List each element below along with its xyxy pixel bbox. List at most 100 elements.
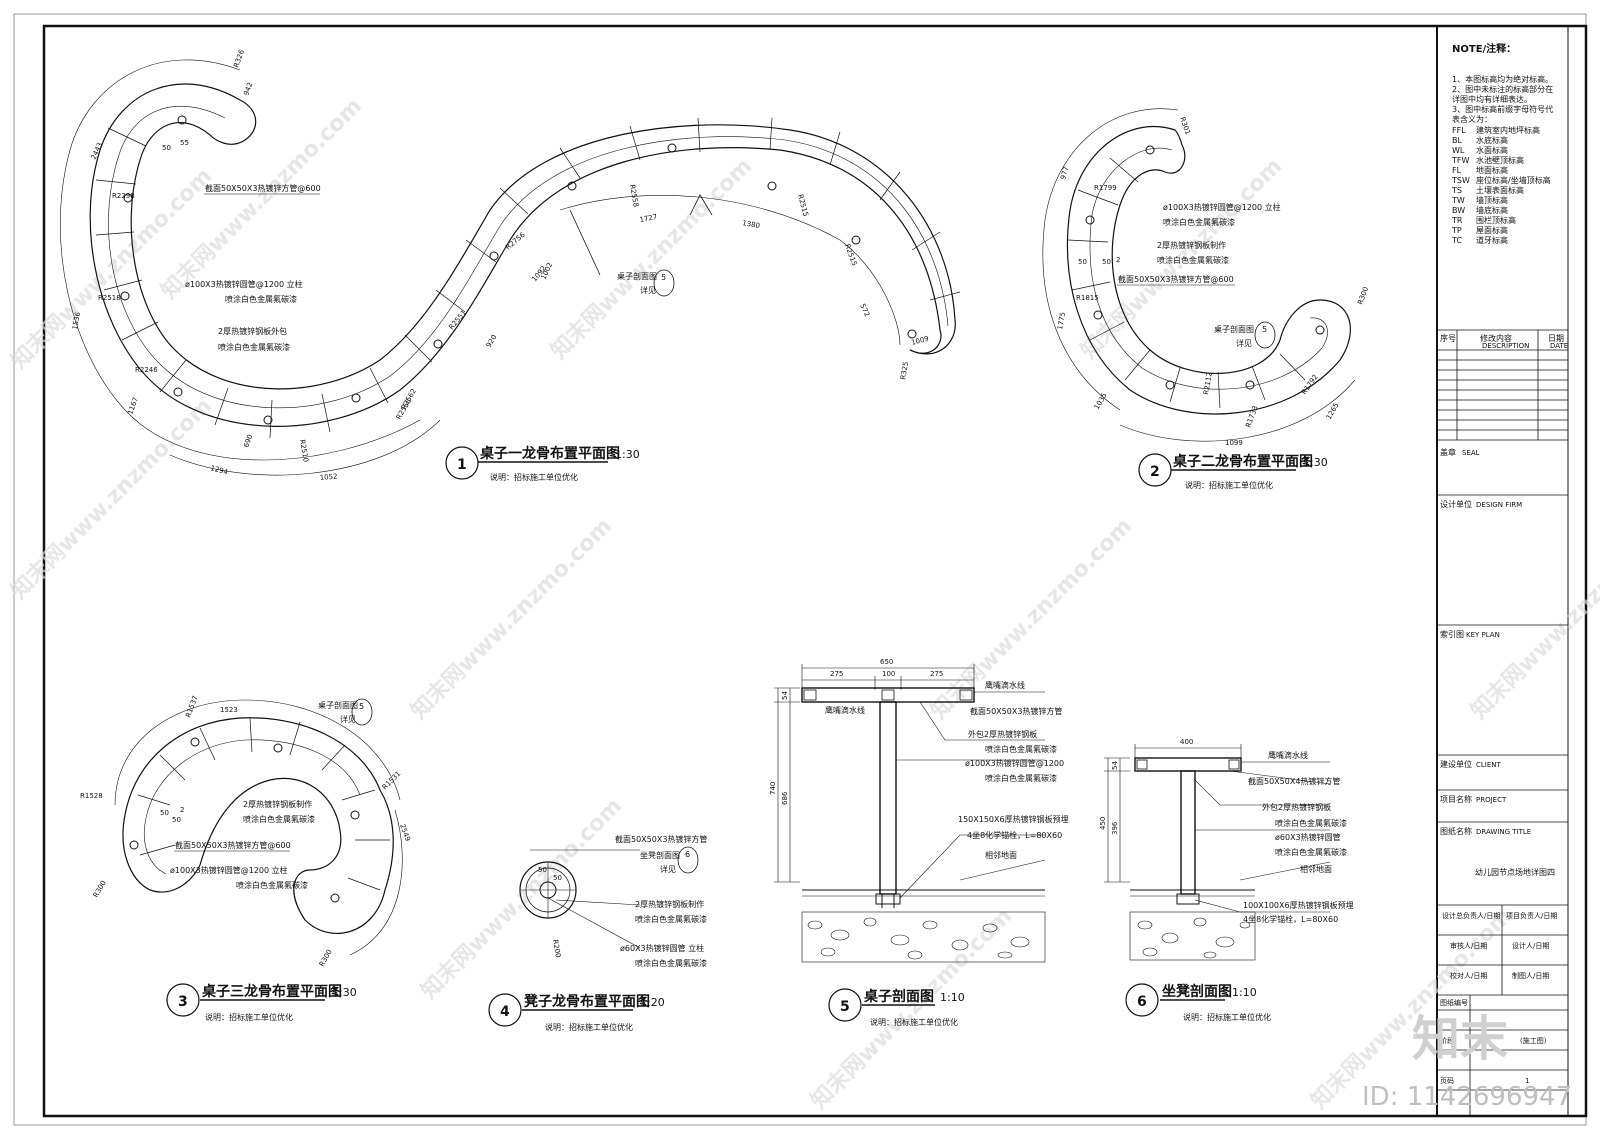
design-director-label: 设计总负责人/日期 [1442,911,1500,920]
dimension-value: R2510 [298,439,310,463]
revision-date-header: 日期 [1548,334,1564,343]
watermark-id: ID: 1142696947 [1362,1082,1572,1112]
revision-content-header-en: DESCRIPTION [1482,342,1529,350]
leader-label: 4坐8化学锚栓，L=80X60 [1243,914,1338,924]
leader-label: 2厚热镀锌钢板制作 [1157,240,1226,250]
view-note: 说明：招标施工单位优化 [205,1012,293,1022]
leader-label: 喷涂白色金属氟碳漆 [1275,847,1347,857]
dimension-value: 1167 [126,396,140,415]
dimension-value: 942 [242,81,254,96]
leader-label: 喷涂白色金属氟碳漆 [218,342,290,352]
leader-label: 外包2厚热镀锌钢板 [1262,802,1331,812]
leader-label: 喷涂白色金属氟碳漆 [985,773,1057,783]
dimension-value: R2558 [628,184,640,208]
elevation-code: TSW [1451,176,1470,185]
dimension-value: 1775 [1056,311,1067,330]
checker-label: 校对人/日期 [1450,971,1487,980]
leader-label: 喷涂白色金属氟碳漆 [236,880,308,890]
designer-label: 设计人/日期 [1512,941,1549,950]
view-number: 1 [457,457,467,473]
dimension-value: 50 [1078,258,1087,266]
dimension-value: 400 [1180,738,1193,746]
view-title: 坐凳剖面图 [1162,983,1232,1000]
view-note: 说明：招标施工单位优化 [545,1022,633,1032]
leader-label: ø100X3热镀锌圆管@1200 [965,758,1064,768]
dimension-value: R2515 [796,193,810,217]
leader-label: 150X150X6厚热镀锌钢板预埋 [958,814,1069,824]
dimension-value: R2515 [843,243,858,267]
view-number-badge [445,446,479,480]
view-2-labels: ø100X3热镀锌圆管@1200 立柱 喷涂白色金属氟碳漆 2厚热镀锌钢板制作 … [1056,116,1370,490]
stamp-label-en: SEAL [1462,449,1480,457]
view-number-badge [488,993,522,1027]
sheet-value: 1 [1525,1077,1529,1085]
revision-no-header: 序号 [1440,333,1456,343]
dimension-value: 50 [160,809,169,817]
dimension-value: R1528 [80,792,103,800]
view-title: 桌子二龙骨布置平面图 [1173,453,1313,470]
view-note: 说明：招标施工单位优化 [1183,1012,1271,1022]
view-2-c-table-plan [1042,108,1356,442]
dimension-value: 1265 [1325,402,1341,421]
dimension-value: 50 [172,816,181,824]
leader-label: 截面50X50X4热镀锌方管 [1248,776,1340,786]
dimension-value: 275 [930,670,943,678]
leader-label: 外包2厚热镀锌钢板 [968,729,1037,739]
elevation-code: TW [1451,196,1465,205]
leader-label: 截面50X50X3热镀锌方管@600 [205,183,321,193]
leader-label: 喷涂白色金属氟碳漆 [225,294,297,304]
dimension-value: 1727 [639,213,658,224]
dimension-value: 740 [769,782,777,795]
dimension-value: 1035 [1093,392,1109,411]
elevation-code: TS [1451,186,1462,195]
dimension-value: R2298 [112,192,135,200]
notes-line: 3、图中标高前缀字母符号代 [1452,104,1553,114]
leader-label: 喷涂白色金属氟碳漆 [1157,255,1229,265]
elevation-code-meaning: 水面标高 [1476,145,1508,155]
dimension-value: 2443 [90,141,105,161]
key-plan-label: 索引图 [1440,629,1464,639]
leader-label: 2厚热镀锌钢板制作 [243,799,312,809]
leader-label: 2厚热镀锌钢板外包 [218,326,287,336]
notes-line: 1、本图标高均为绝对标高。 [1452,74,1553,84]
title-block: NOTE/注释： 1、本图标高均为绝对标高。 2、图中未标注的标高部分在 详图中… [1437,42,1568,1116]
leader-label: 喷涂白色金属氟碳漆 [1275,818,1347,828]
drawing-title: 幼儿园节点场地详图四 [1475,867,1555,877]
reviewer-label: 审核人/日期 [1450,941,1487,950]
client-label: 建设单位 [1440,759,1472,769]
leader-label: ø100X3热镀锌圆管@1200 立柱 [1163,202,1281,212]
section-ref-number: 5 [1262,325,1267,334]
view-note: 说明：招标施工单位优化 [870,1017,958,1027]
view-1-labels: 截面50X50X3热镀锌方管@600 ø100X3热镀锌圆管@1200 立柱 喷… [71,48,930,482]
section-ref-detail: 详见 [640,285,656,295]
view-number: 6 [1137,994,1147,1010]
dimension-value: R1792 [1300,373,1320,396]
section-ref-number: 5 [661,273,666,282]
view-title: 桌子一龙骨布置平面图 [480,445,620,462]
dimension-value: 50 [553,874,562,882]
leader-label: 喷涂白色金属氟碳漆 [243,814,315,824]
view-number: 2 [1150,464,1160,480]
view-number-badge [828,988,862,1022]
elevation-code-meaning: 墙顶标高 [1476,195,1508,205]
dimension-value: 54 [1111,761,1119,770]
view-scale: 1:20 [640,996,665,1009]
client-label-en: CLIENT [1476,761,1502,769]
elevation-code: BL [1452,136,1462,145]
elevation-code: FL [1452,166,1462,175]
sheet-outer-border [13,13,1587,1126]
view-note: 说明：招标施工单位优化 [1185,480,1273,490]
elevation-code-meaning: 围栏顶标高 [1476,215,1516,225]
dimension-value: 1523 [220,706,238,714]
elevation-code-meaning: 道牙标高 [1476,235,1508,245]
elevation-code-meaning: 水池壁顶标高 [1476,155,1524,165]
watermark-text: 知末网www.znzmo.com [806,903,1017,1114]
view-note: 说明：招标施工单位优化 [490,472,578,482]
leader-label: 截面50X50X3热镀锌方管@600 [1118,274,1234,284]
dimension-value: 2 [1116,256,1120,264]
elevation-code-meaning: 屋面标高 [1476,225,1508,235]
dimension-value: R2756 [504,230,527,251]
dimension-value: R1733 [1244,405,1259,429]
